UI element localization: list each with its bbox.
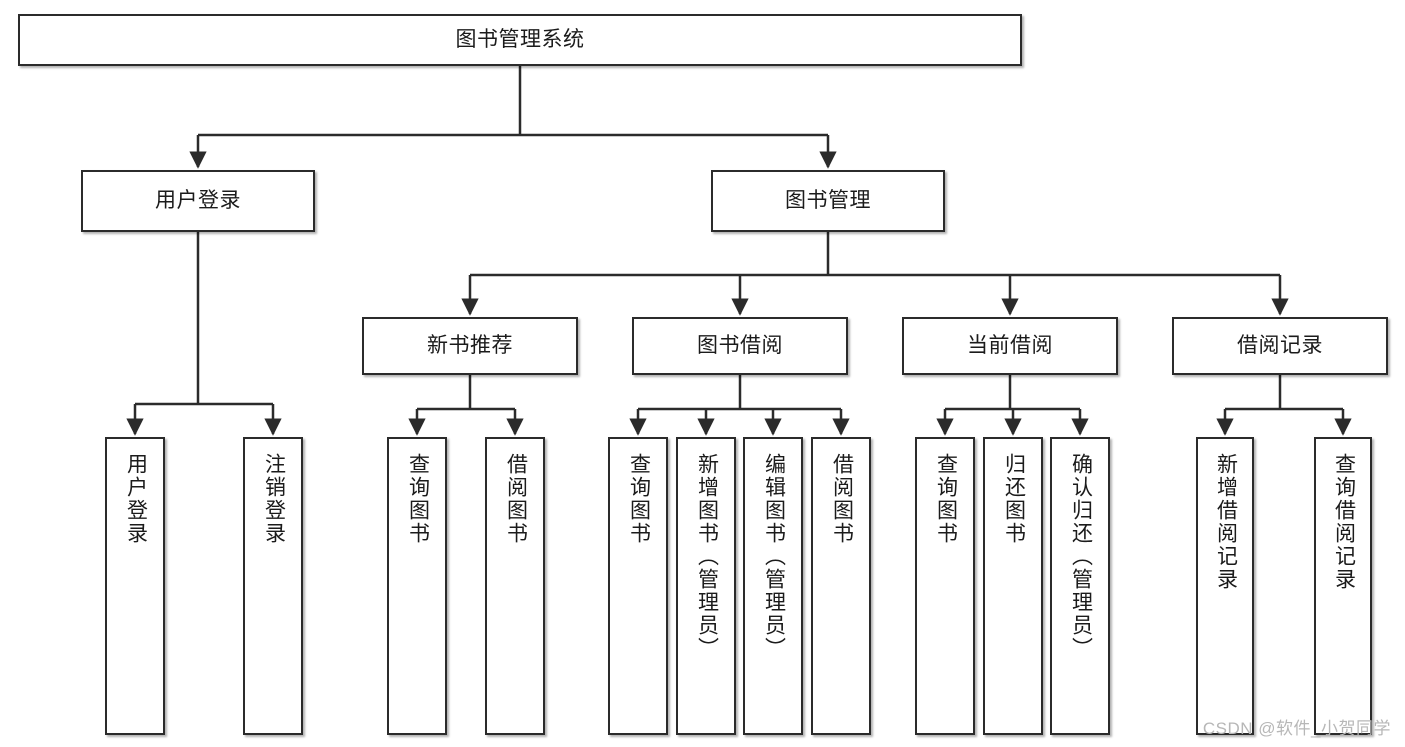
node-leaf-confirm-return[interactable]: 确认归还（管理员） (1050, 437, 1110, 735)
node-label: 借阅图书 (504, 453, 528, 545)
node-leaf-query-book[interactable]: 查询图书 (608, 437, 668, 735)
node-label: 当前借阅 (967, 333, 1053, 357)
node-label: 归还图书 (1002, 453, 1026, 545)
node-leaf-add-book[interactable]: 新增图书（管理员） (676, 437, 736, 735)
node-leaf-add-record[interactable]: 新增借阅记录 (1196, 437, 1254, 735)
node-label: 查询图书 (627, 453, 651, 545)
node-book-borrow[interactable]: 图书借阅 (632, 317, 848, 375)
node-label: 借阅记录 (1237, 333, 1323, 357)
node-label: 用户登录 (124, 453, 148, 545)
node-label: 确认归还（管理员） (1069, 453, 1093, 660)
node-leaf-user-logout[interactable]: 注销登录 (243, 437, 303, 735)
node-label: 查询借阅记录 (1332, 453, 1356, 591)
node-leaf-user-login[interactable]: 用户登录 (105, 437, 165, 735)
node-current-borrow[interactable]: 当前借阅 (902, 317, 1118, 375)
csdn-watermark: CSDN @软件_小贺同学 (1202, 719, 1391, 738)
node-label: 图书借阅 (697, 333, 783, 357)
node-label: 查询图书 (406, 453, 430, 545)
node-user-login[interactable]: 用户登录 (81, 170, 315, 232)
node-leaf-query-record[interactable]: 查询借阅记录 (1314, 437, 1372, 735)
node-leaf-return-book[interactable]: 归还图书 (983, 437, 1043, 735)
node-root[interactable]: 图书管理系统 (18, 14, 1022, 66)
node-book-mgmt[interactable]: 图书管理 (711, 170, 945, 232)
node-leaf-query-book-rec[interactable]: 查询图书 (387, 437, 447, 735)
node-label: 注销登录 (262, 453, 286, 545)
node-label: 新增借阅记录 (1214, 453, 1238, 591)
node-label: 新增图书（管理员） (695, 453, 719, 660)
node-label: 用户登录 (155, 188, 241, 212)
node-label: 图书管理系统 (455, 27, 585, 51)
node-new-book-rec[interactable]: 新书推荐 (362, 317, 578, 375)
node-label: 新书推荐 (427, 333, 513, 357)
node-leaf-edit-book[interactable]: 编辑图书（管理员） (743, 437, 803, 735)
node-leaf-borrow-book-rec[interactable]: 借阅图书 (485, 437, 545, 735)
node-label: 图书管理 (785, 188, 871, 212)
node-label: 借阅图书 (830, 453, 854, 545)
node-label: 编辑图书（管理员） (762, 453, 786, 660)
node-leaf-borrow-book[interactable]: 借阅图书 (811, 437, 871, 735)
node-label: 查询图书 (934, 453, 958, 545)
node-leaf-query-book-cur[interactable]: 查询图书 (915, 437, 975, 735)
node-borrow-record[interactable]: 借阅记录 (1172, 317, 1388, 375)
